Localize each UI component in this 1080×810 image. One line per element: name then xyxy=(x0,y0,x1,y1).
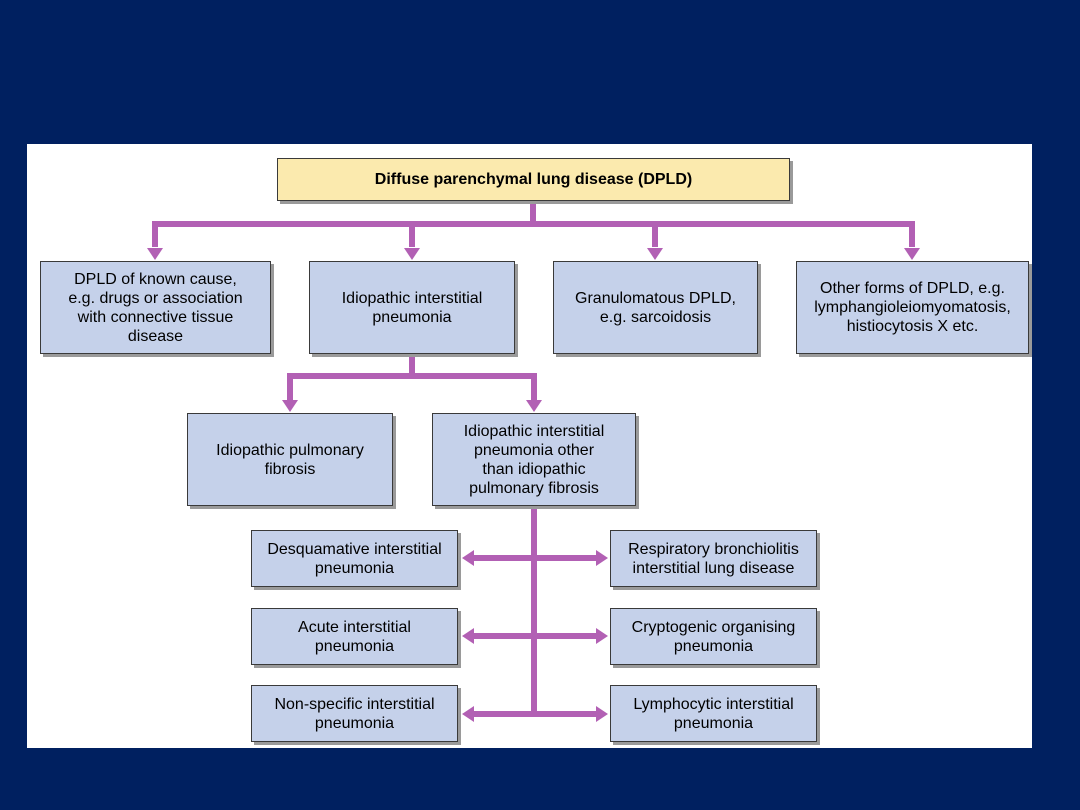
arrow-to-nsip xyxy=(462,706,474,722)
node-granulomatous: Granulomatous DPLD, e.g. sarcoidosis xyxy=(553,261,758,354)
node-acute-interstitial: Acute interstitial pneumonia xyxy=(251,608,458,665)
arrow-to-iip-other xyxy=(526,400,542,412)
node-ipf: Idiopathic pulmonary fibrosis xyxy=(187,413,393,506)
arrow-to-ipf xyxy=(282,400,298,412)
connector-lines xyxy=(147,198,920,722)
node-dpld: Diffuse parenchymal lung disease (DPLD) xyxy=(277,158,790,201)
arrow-to-cop xyxy=(596,628,608,644)
arrow-to-aip xyxy=(462,628,474,644)
arrow-to-dip xyxy=(462,550,474,566)
node-lymphocytic-interstitial: Lymphocytic interstitial pneumonia xyxy=(610,685,817,742)
node-known-cause: DPLD of known cause, e.g. drugs or assoc… xyxy=(40,261,271,354)
arrow-to-granulomatous xyxy=(647,248,663,260)
arrow-to-other-forms xyxy=(904,248,920,260)
node-respiratory-bronchiolitis: Respiratory bronchiolitis interstitial l… xyxy=(610,530,817,587)
node-other-forms: Other forms of DPLD, e.g. lymphangioleio… xyxy=(796,261,1029,354)
node-desquamative: Desquamative interstitial pneumonia xyxy=(251,530,458,587)
node-iip-other: Idiopathic interstitial pneumonia other … xyxy=(432,413,636,506)
arrow-to-known-cause xyxy=(147,248,163,260)
node-idiopathic-interstitial-pneumonia: Idiopathic interstitial pneumonia xyxy=(309,261,515,354)
arrow-to-lip xyxy=(596,706,608,722)
arrow-to-iip xyxy=(404,248,420,260)
arrow-to-rbild xyxy=(596,550,608,566)
node-cryptogenic-organising: Cryptogenic organising pneumonia xyxy=(610,608,817,665)
node-non-specific-interstitial: Non-specific interstitial pneumonia xyxy=(251,685,458,742)
diagram-panel: Diffuse parenchymal lung disease (DPLD) … xyxy=(27,144,1032,748)
